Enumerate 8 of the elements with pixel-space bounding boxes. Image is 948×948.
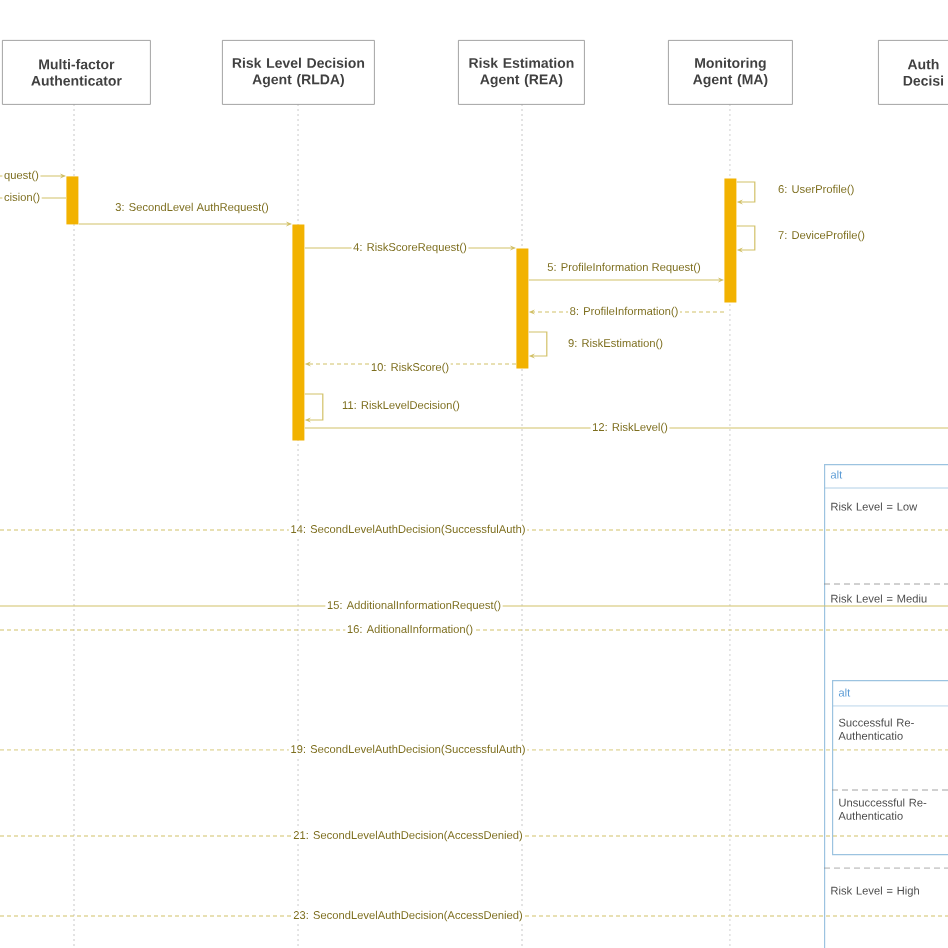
message-arrow <box>736 225 756 253</box>
activation-bar <box>724 178 737 303</box>
activation-bar <box>66 176 79 225</box>
message-arrow <box>736 181 756 205</box>
activation-bar <box>516 248 529 369</box>
activation-bar <box>292 224 305 441</box>
message-arrow <box>528 331 548 359</box>
message-arrow <box>304 393 324 423</box>
